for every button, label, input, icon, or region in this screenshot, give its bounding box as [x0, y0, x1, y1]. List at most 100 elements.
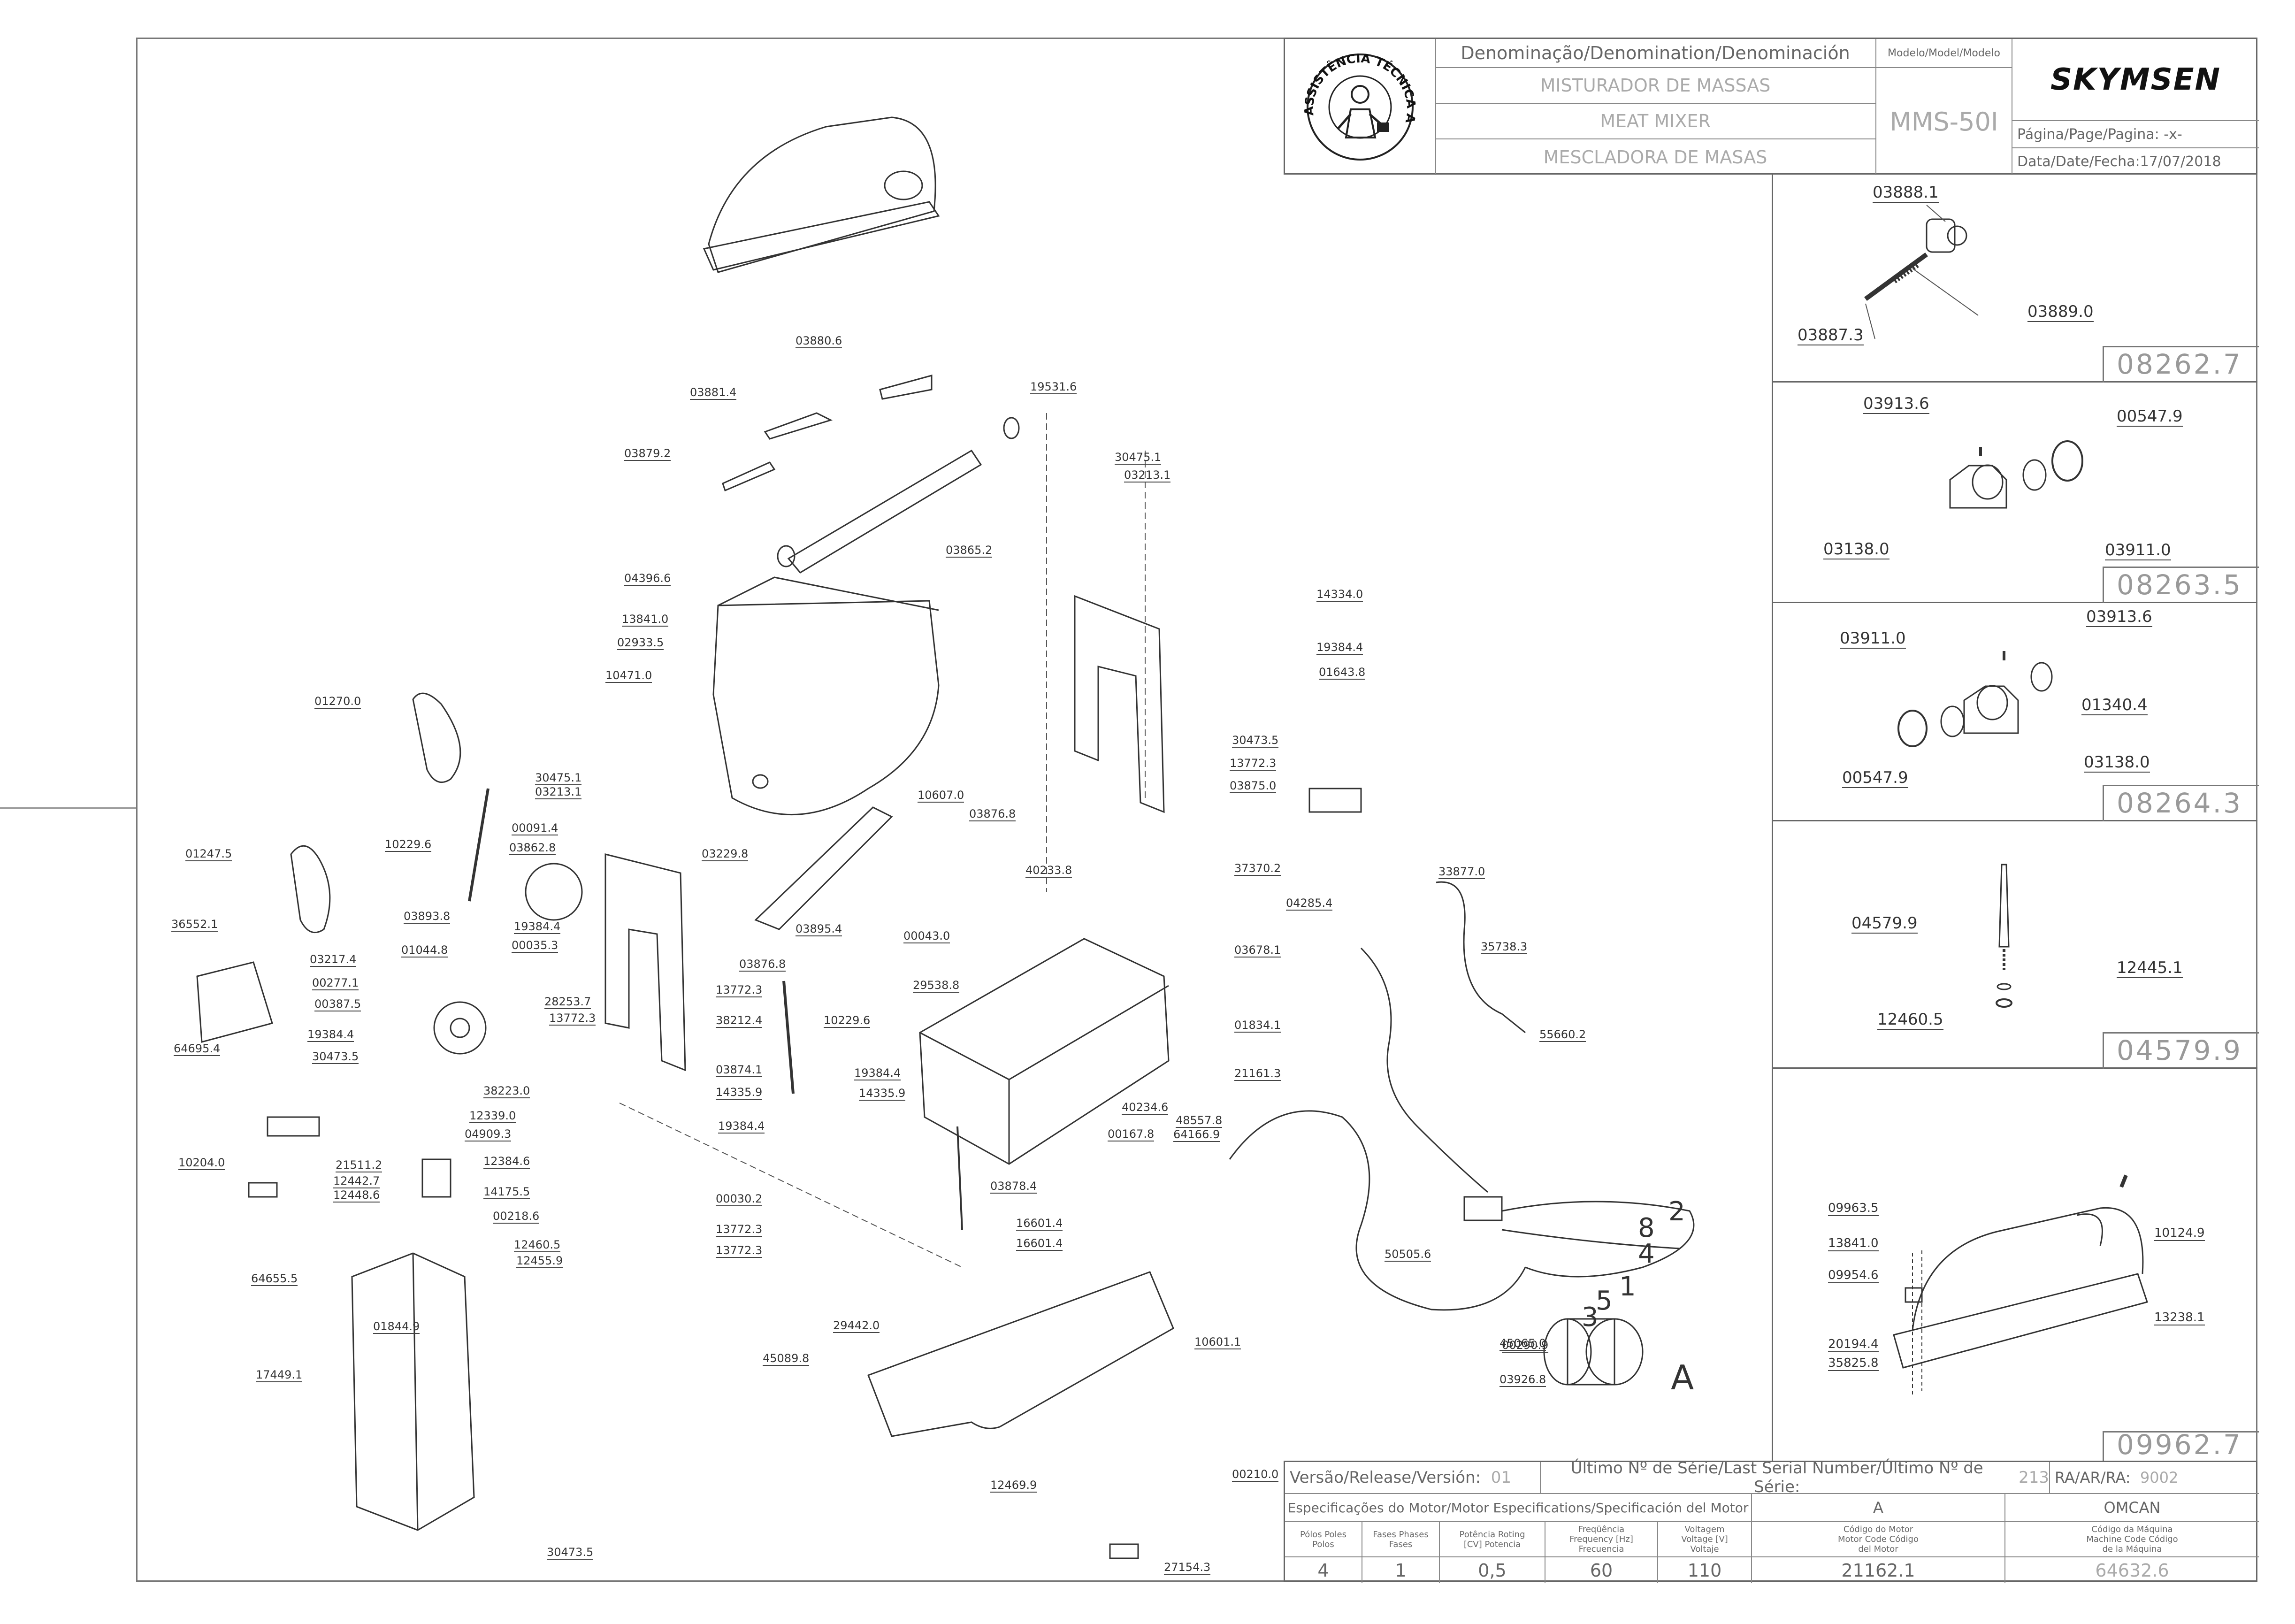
kit-08264-3-drawing — [1897, 651, 2053, 747]
part-label: 19384.4 — [1316, 641, 1363, 655]
part-label: 14175.5 — [483, 1185, 530, 1199]
part-label: 21161.3 — [1234, 1067, 1281, 1081]
part-label: 13841.0 — [622, 613, 669, 627]
col-poles: Pólos Poles Polos — [1285, 1522, 1362, 1557]
part-label: 30475.1 — [1115, 451, 1162, 465]
kit1-part-0: 03888.1 — [1873, 183, 1939, 203]
part-label: 13772.3 — [716, 1223, 763, 1237]
part-label: 00290.9 — [1502, 1339, 1549, 1353]
part-label: 03881.4 — [690, 386, 737, 400]
kit4-part-2: 12460.5 — [1877, 1010, 1943, 1030]
ra-label-text: RA/AR/RA: — [2055, 1469, 2131, 1486]
part-label: 03879.2 — [624, 447, 671, 461]
part-label: 01247.5 — [185, 847, 232, 861]
part-label: 03895.4 — [796, 922, 842, 936]
kit-08262-7-drawing — [1864, 205, 1979, 339]
part-label: 12448.6 — [333, 1188, 380, 1203]
kit5-part-2: 13841.0 — [1828, 1236, 1879, 1251]
serial-label: Último Nº de Série/Last Serial Number/Úl… — [1541, 1459, 2050, 1496]
ra-value: 9002 — [2140, 1469, 2179, 1486]
part-label: 00043.0 — [903, 929, 950, 943]
kit1-code-box — [2103, 346, 2259, 383]
date-label: Data/Date/Fecha:17/07/2018 — [2017, 153, 2221, 170]
part-label: 10607.0 — [918, 789, 964, 803]
kit4-code: 04579.9 — [2117, 1034, 2242, 1066]
part-label: 10601.1 — [1194, 1335, 1241, 1349]
part-label: 12442.7 — [333, 1174, 380, 1188]
part-label: 03880.6 — [796, 334, 842, 348]
kit2-part-2: 03138.0 — [1823, 540, 1890, 559]
kit2-code-box — [2103, 567, 2259, 603]
part-label: 30473.5 — [312, 1050, 359, 1064]
part-label: 14335.9 — [716, 1086, 763, 1100]
omcan-label: OMCAN — [2005, 1494, 2259, 1522]
part-label: 17449.1 — [256, 1368, 303, 1382]
kit4-part-1: 12445.1 — [2117, 958, 2183, 978]
part-label: 29538.8 — [913, 979, 960, 993]
brand-text: SKYMSEN — [2050, 62, 2221, 97]
kit5-code: 09962.7 — [2117, 1429, 2242, 1461]
drawing-frame — [136, 38, 2257, 1582]
kit3-part-0: 03911.0 — [1840, 629, 1906, 649]
motor-column-letter: A — [1752, 1494, 2005, 1522]
part-label: 03876.8 — [739, 958, 786, 972]
kit2-code: 08263.5 — [2117, 569, 2242, 601]
part-label: 01643.8 — [1319, 666, 1366, 680]
part-label: 01044.8 — [401, 943, 448, 958]
val-machine-code: 64632.6 — [2095, 1560, 2169, 1581]
part-label: 12384.6 — [483, 1155, 530, 1169]
part-label: 03229.8 — [702, 847, 749, 861]
kit5-code-box — [2103, 1431, 2259, 1462]
col-motor-code: Código do Motor Motor Code Código del Mo… — [1752, 1522, 2005, 1557]
part-label: 03874.1 — [716, 1063, 763, 1077]
kit-08264-3: 03911.0 03913.6 01340.4 03138.0 00547.9 … — [1772, 602, 2259, 821]
denomination-title: Denominação/Denomination/Denominación — [1435, 39, 1876, 68]
val-poles: 4 — [1285, 1557, 1362, 1583]
part-label: 64655.5 — [251, 1272, 298, 1286]
motor-spec-label: Especificações do Motor/Motor Especifica… — [1285, 1494, 1752, 1522]
serial-label-text: Último Nº de Série/Last Serial Number/Úl… — [1570, 1459, 1983, 1496]
version-label: Versão/Release/Versión: 01 — [1285, 1462, 1541, 1494]
part-label: 03865.2 — [946, 544, 993, 558]
kit-09962-7-drawing — [1893, 1174, 2148, 1396]
left-margin-tick — [0, 807, 136, 809]
part-label: 03875.0 — [1230, 779, 1277, 793]
kit-08263-5-drawing — [1949, 440, 2083, 509]
part-label: 00030.2 — [716, 1192, 763, 1206]
kit1-part-1: 03889.0 — [2027, 302, 2094, 322]
model-title: Modelo/Model/Modelo — [1876, 39, 2012, 68]
part-label: 19531.6 — [1030, 380, 1077, 394]
val-voltage: 110 — [1658, 1557, 1752, 1583]
part-label: 19384.4 — [854, 1066, 901, 1080]
spec-table: Versão/Release/Versión: 01 Último Nº de … — [1284, 1459, 2259, 1583]
part-label: 14334.0 — [1316, 588, 1363, 602]
seal-text: ASSISTÊNCIA TÉCNICA AUTORIZADA — [1285, 39, 1418, 124]
part-label: 04909.3 — [465, 1127, 512, 1141]
kit1-code: 08262.7 — [2117, 348, 2242, 380]
part-label: 03876.8 — [969, 807, 1016, 821]
kit3-part-3: 03138.0 — [2084, 753, 2150, 773]
part-label: 00387.5 — [314, 997, 361, 1011]
page-label: Página/Page/Pagina: -x- — [2012, 121, 2259, 148]
part-label: 29442.0 — [833, 1319, 880, 1333]
kit3-code-box — [2103, 785, 2259, 821]
part-label: 40234.6 — [1122, 1101, 1169, 1115]
model-value: MMS-50I — [1876, 68, 2012, 175]
part-label: 13772.3 — [1230, 757, 1277, 771]
kit-panel — [1772, 175, 2259, 1461]
part-label: 19384.4 — [718, 1119, 765, 1134]
part-label: 00210.0 — [1232, 1468, 1279, 1482]
part-label: 38212.4 — [716, 1014, 763, 1028]
part-label: 45089.8 — [763, 1352, 810, 1366]
kit-09962-7: 09963.5 10124.9 13841.0 09954.6 13238.1 … — [1772, 1067, 2259, 1462]
part-label: 19384.4 — [514, 920, 561, 934]
part-label: 03862.8 — [509, 841, 556, 855]
part-label: 21511.2 — [336, 1158, 382, 1172]
part-label: 02933.5 — [617, 636, 664, 650]
part-label: 64695.4 — [174, 1042, 221, 1056]
part-label: 36552.1 — [171, 918, 218, 932]
part-label: 30473.5 — [547, 1546, 594, 1560]
kit2-part-1: 00547.9 — [2117, 407, 2183, 427]
part-label: 00091.4 — [512, 821, 558, 835]
kit3-code: 08264.3 — [2117, 787, 2242, 819]
